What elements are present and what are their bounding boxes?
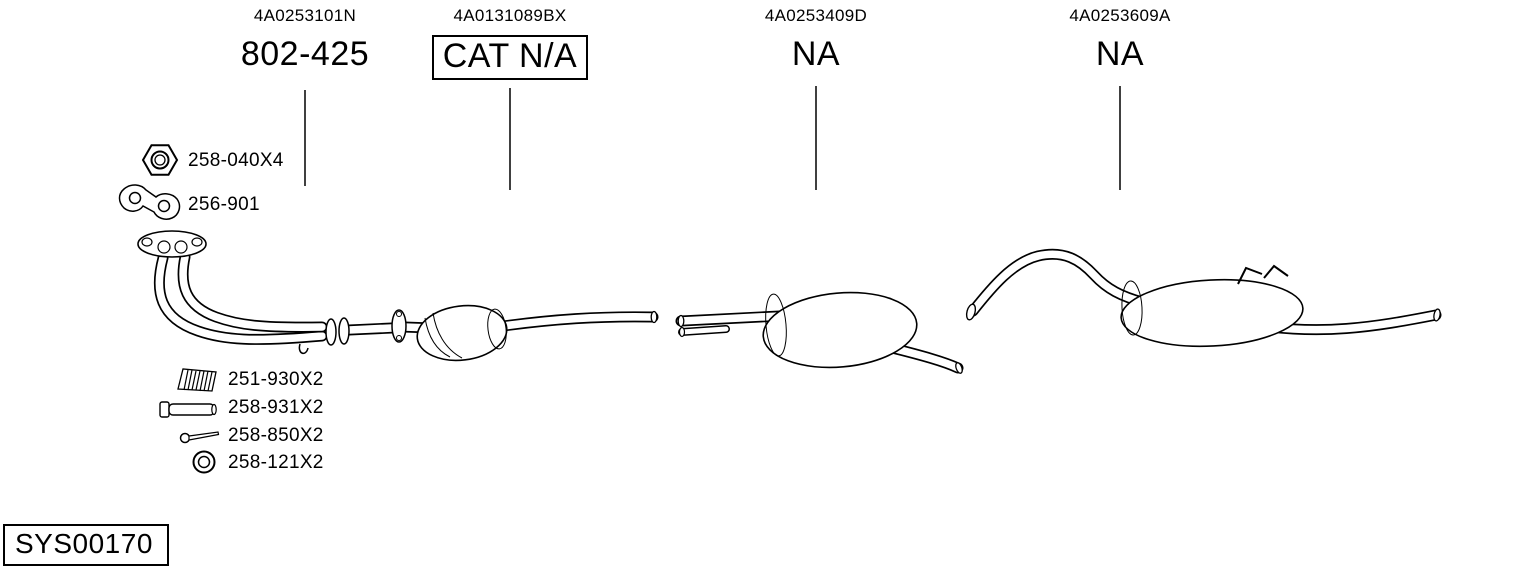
part-number: NA — [1010, 35, 1230, 74]
part-number-text[interactable]: NA — [791, 35, 841, 73]
part-number: 802-425 — [195, 35, 415, 74]
oe-number: 4A0131089BX — [453, 6, 567, 25]
part-number[interactable]: 251-930X2 — [228, 369, 324, 390]
part-number[interactable]: 258-121X2 — [228, 452, 324, 473]
part-number: CAT N/A — [400, 35, 620, 80]
column-center-muffler: 4A0253409D NA — [706, 6, 926, 74]
column-catalyst: 4A0131089BX CAT N/A — [400, 6, 620, 80]
system-id: SYS00170 — [15, 528, 153, 559]
part-number[interactable]: 258-850X2 — [228, 425, 324, 446]
part-number: NA — [706, 35, 926, 74]
front-downpipe-drawing — [137, 230, 398, 355]
part-number-text[interactable]: 802-425 — [240, 35, 370, 73]
rear-muffler-drawing — [965, 248, 1442, 348]
part-number-text[interactable]: CAT N/A — [431, 35, 589, 80]
washer-icon — [192, 450, 216, 474]
gasket-icon — [118, 184, 181, 220]
center-muffler-drawing — [675, 291, 964, 374]
part-number[interactable]: 258-040X4 — [188, 150, 284, 171]
bolt-icon — [179, 431, 220, 444]
part-number[interactable]: 256-901 — [188, 194, 260, 215]
catalytic-converter-drawing — [391, 304, 659, 362]
part-number-text[interactable]: NA — [1095, 35, 1145, 73]
part-number[interactable]: 258-931X2 — [228, 397, 324, 418]
oe-number: 4A0253409D — [764, 6, 868, 25]
spring-icon — [177, 368, 217, 392]
leader-lines — [304, 86, 1121, 190]
system-id-box: SYS00170 — [3, 524, 169, 566]
column-rear-muffler: 4A0253609A NA — [1010, 6, 1230, 74]
oe-number: 4A0253609A — [1069, 6, 1171, 25]
oe-number: 4A0253101N — [253, 6, 357, 25]
sleeve-icon — [159, 401, 217, 418]
nut-icon — [141, 144, 179, 176]
column-front-pipe: 4A0253101N 802-425 — [195, 6, 415, 74]
